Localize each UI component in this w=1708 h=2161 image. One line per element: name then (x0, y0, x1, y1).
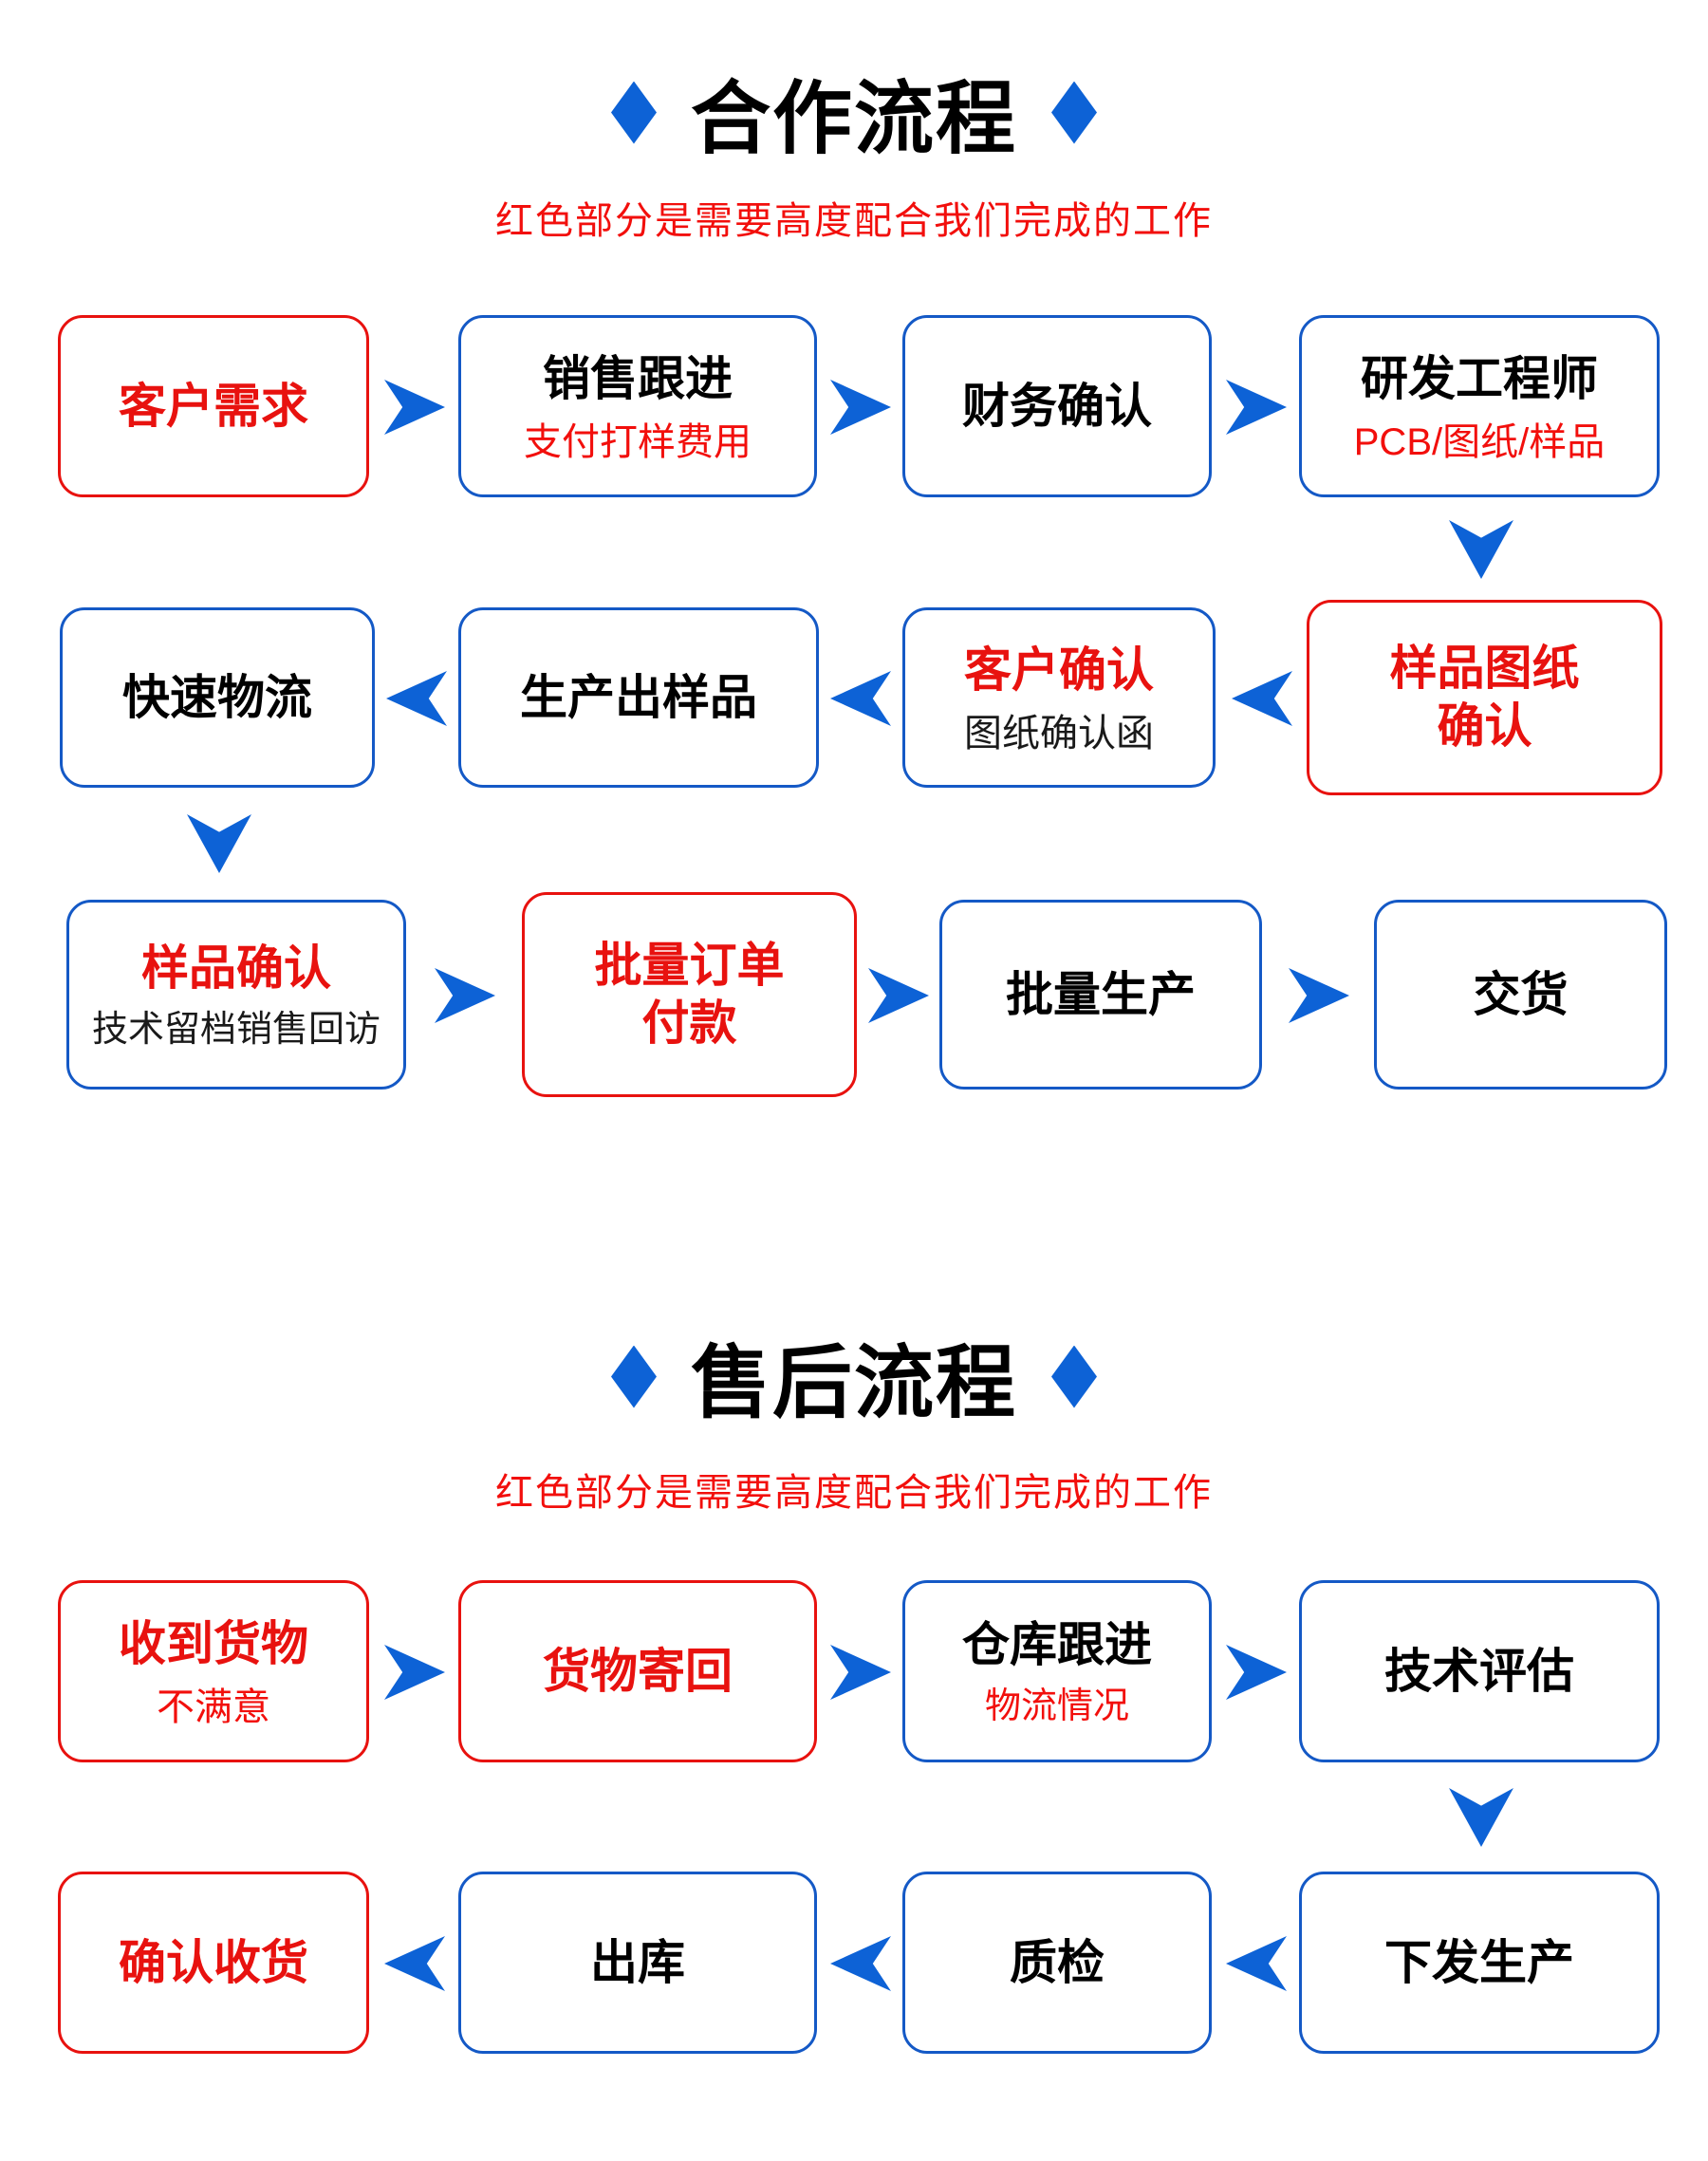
node-customer-confirm: 客户确认 图纸确认函 (902, 607, 1216, 788)
node-subtitle: 技术留档销售回访 (91, 1009, 381, 1050)
node-title: 技术评估 (1384, 1644, 1574, 1698)
node-title: 质检 (1010, 1935, 1105, 1989)
node-subtitle: 图纸确认函 (964, 712, 1154, 754)
node-subtitle: PCB/图纸/样品 (1353, 420, 1606, 463)
node-title: 仓库跟进 (962, 1617, 1152, 1671)
arrow-left-icon (386, 671, 447, 726)
node-sample-drawing-confirm: 样品图纸 确认 (1307, 600, 1662, 795)
arrow-left-icon (1232, 671, 1292, 726)
arrow-right-icon (830, 380, 891, 435)
node-sample-confirm: 样品确认 技术留档销售回访 (66, 900, 406, 1090)
section1-subtitle: 红色部分是需要高度配合我们完成的工作 (495, 200, 1213, 242)
node-finance-confirm: 财务确认 (902, 315, 1212, 497)
node-bulk-production: 批量生产 (939, 900, 1262, 1090)
arrow-down-icon (1449, 520, 1513, 579)
node-title: 确认收货 (119, 1935, 308, 1989)
arrow-right-icon (830, 1645, 891, 1700)
node-delivery: 交货 (1374, 900, 1667, 1090)
node-produce-sample: 生产出样品 (458, 607, 819, 788)
arrow-down-icon (1449, 1788, 1513, 1847)
node-title: 货物寄回 (543, 1644, 733, 1698)
node-subtitle: 物流情况 (984, 1686, 1129, 1726)
arrow-left-icon (1226, 1936, 1287, 1991)
node-title: 销售跟进 (543, 351, 733, 405)
node-title: 收到货物 (119, 1616, 308, 1670)
node-quality-check: 质检 (902, 1872, 1212, 2054)
node-tech-evaluation: 技术评估 (1299, 1580, 1660, 1762)
node-issue-production: 下发生产 (1299, 1872, 1660, 2054)
node-bulk-order-payment: 批量订单 付款 (522, 892, 857, 1097)
node-warehouse-follow: 仓库跟进 物流情况 (902, 1580, 1212, 1762)
node-confirm-receipt: 确认收货 (58, 1872, 369, 2054)
node-title: 客户需求 (119, 379, 308, 433)
node-return-goods: 货物寄回 (458, 1580, 817, 1762)
arrow-right-icon (1226, 1645, 1287, 1700)
arrow-left-icon (384, 1936, 445, 1991)
arrow-left-icon (830, 671, 891, 726)
arrow-left-icon (830, 1936, 891, 1991)
node-customer-demand: 客户需求 (58, 315, 369, 497)
node-outbound: 出库 (458, 1872, 817, 2054)
node-title: 生产出样品 (520, 670, 757, 724)
section2-title-text: 售后流程 (690, 1338, 1017, 1427)
node-title: 下发生产 (1384, 1935, 1574, 1989)
diamond-icon (610, 81, 657, 144)
section2-subtitle: 红色部分是需要高度配合我们完成的工作 (495, 1472, 1213, 1514)
node-title: 研发工程师 (1361, 351, 1598, 405)
arrow-right-icon (384, 380, 445, 435)
section2-title: 售后流程 (0, 1319, 1708, 1434)
node-subtitle: 不满意 (157, 1686, 270, 1728)
node-title: 客户确认 (964, 643, 1154, 697)
arrow-right-icon (1226, 380, 1287, 435)
section1-title-text: 合作流程 (690, 74, 1017, 163)
node-title: 批量生产 (1006, 967, 1196, 1021)
node-title: 快速物流 (122, 670, 312, 724)
section1-title: 合作流程 (0, 55, 1708, 170)
node-title: 财务确认 (962, 379, 1152, 433)
node-title: 交货 (1473, 967, 1569, 1021)
arrow-right-icon (435, 968, 495, 1023)
diamond-icon (1051, 81, 1097, 144)
node-title: 批量订单 付款 (594, 939, 785, 1050)
node-rd-engineer: 研发工程师 PCB/图纸/样品 (1299, 315, 1660, 497)
node-sales-follow: 销售跟进 支付打样费用 (458, 315, 817, 497)
node-title: 样品确认 (141, 941, 331, 995)
node-title: 样品图纸 确认 (1389, 642, 1580, 753)
node-fast-logistics: 快速物流 (60, 607, 375, 788)
node-subtitle: 支付打样费用 (524, 420, 752, 463)
node-receive-goods: 收到货物 不满意 (58, 1580, 369, 1762)
arrow-right-icon (868, 968, 929, 1023)
arrow-right-icon (384, 1645, 445, 1700)
arrow-down-icon (187, 814, 251, 873)
diamond-icon (1051, 1345, 1097, 1408)
node-title: 出库 (590, 1935, 685, 1989)
diamond-icon (610, 1345, 657, 1408)
arrow-right-icon (1289, 968, 1349, 1023)
